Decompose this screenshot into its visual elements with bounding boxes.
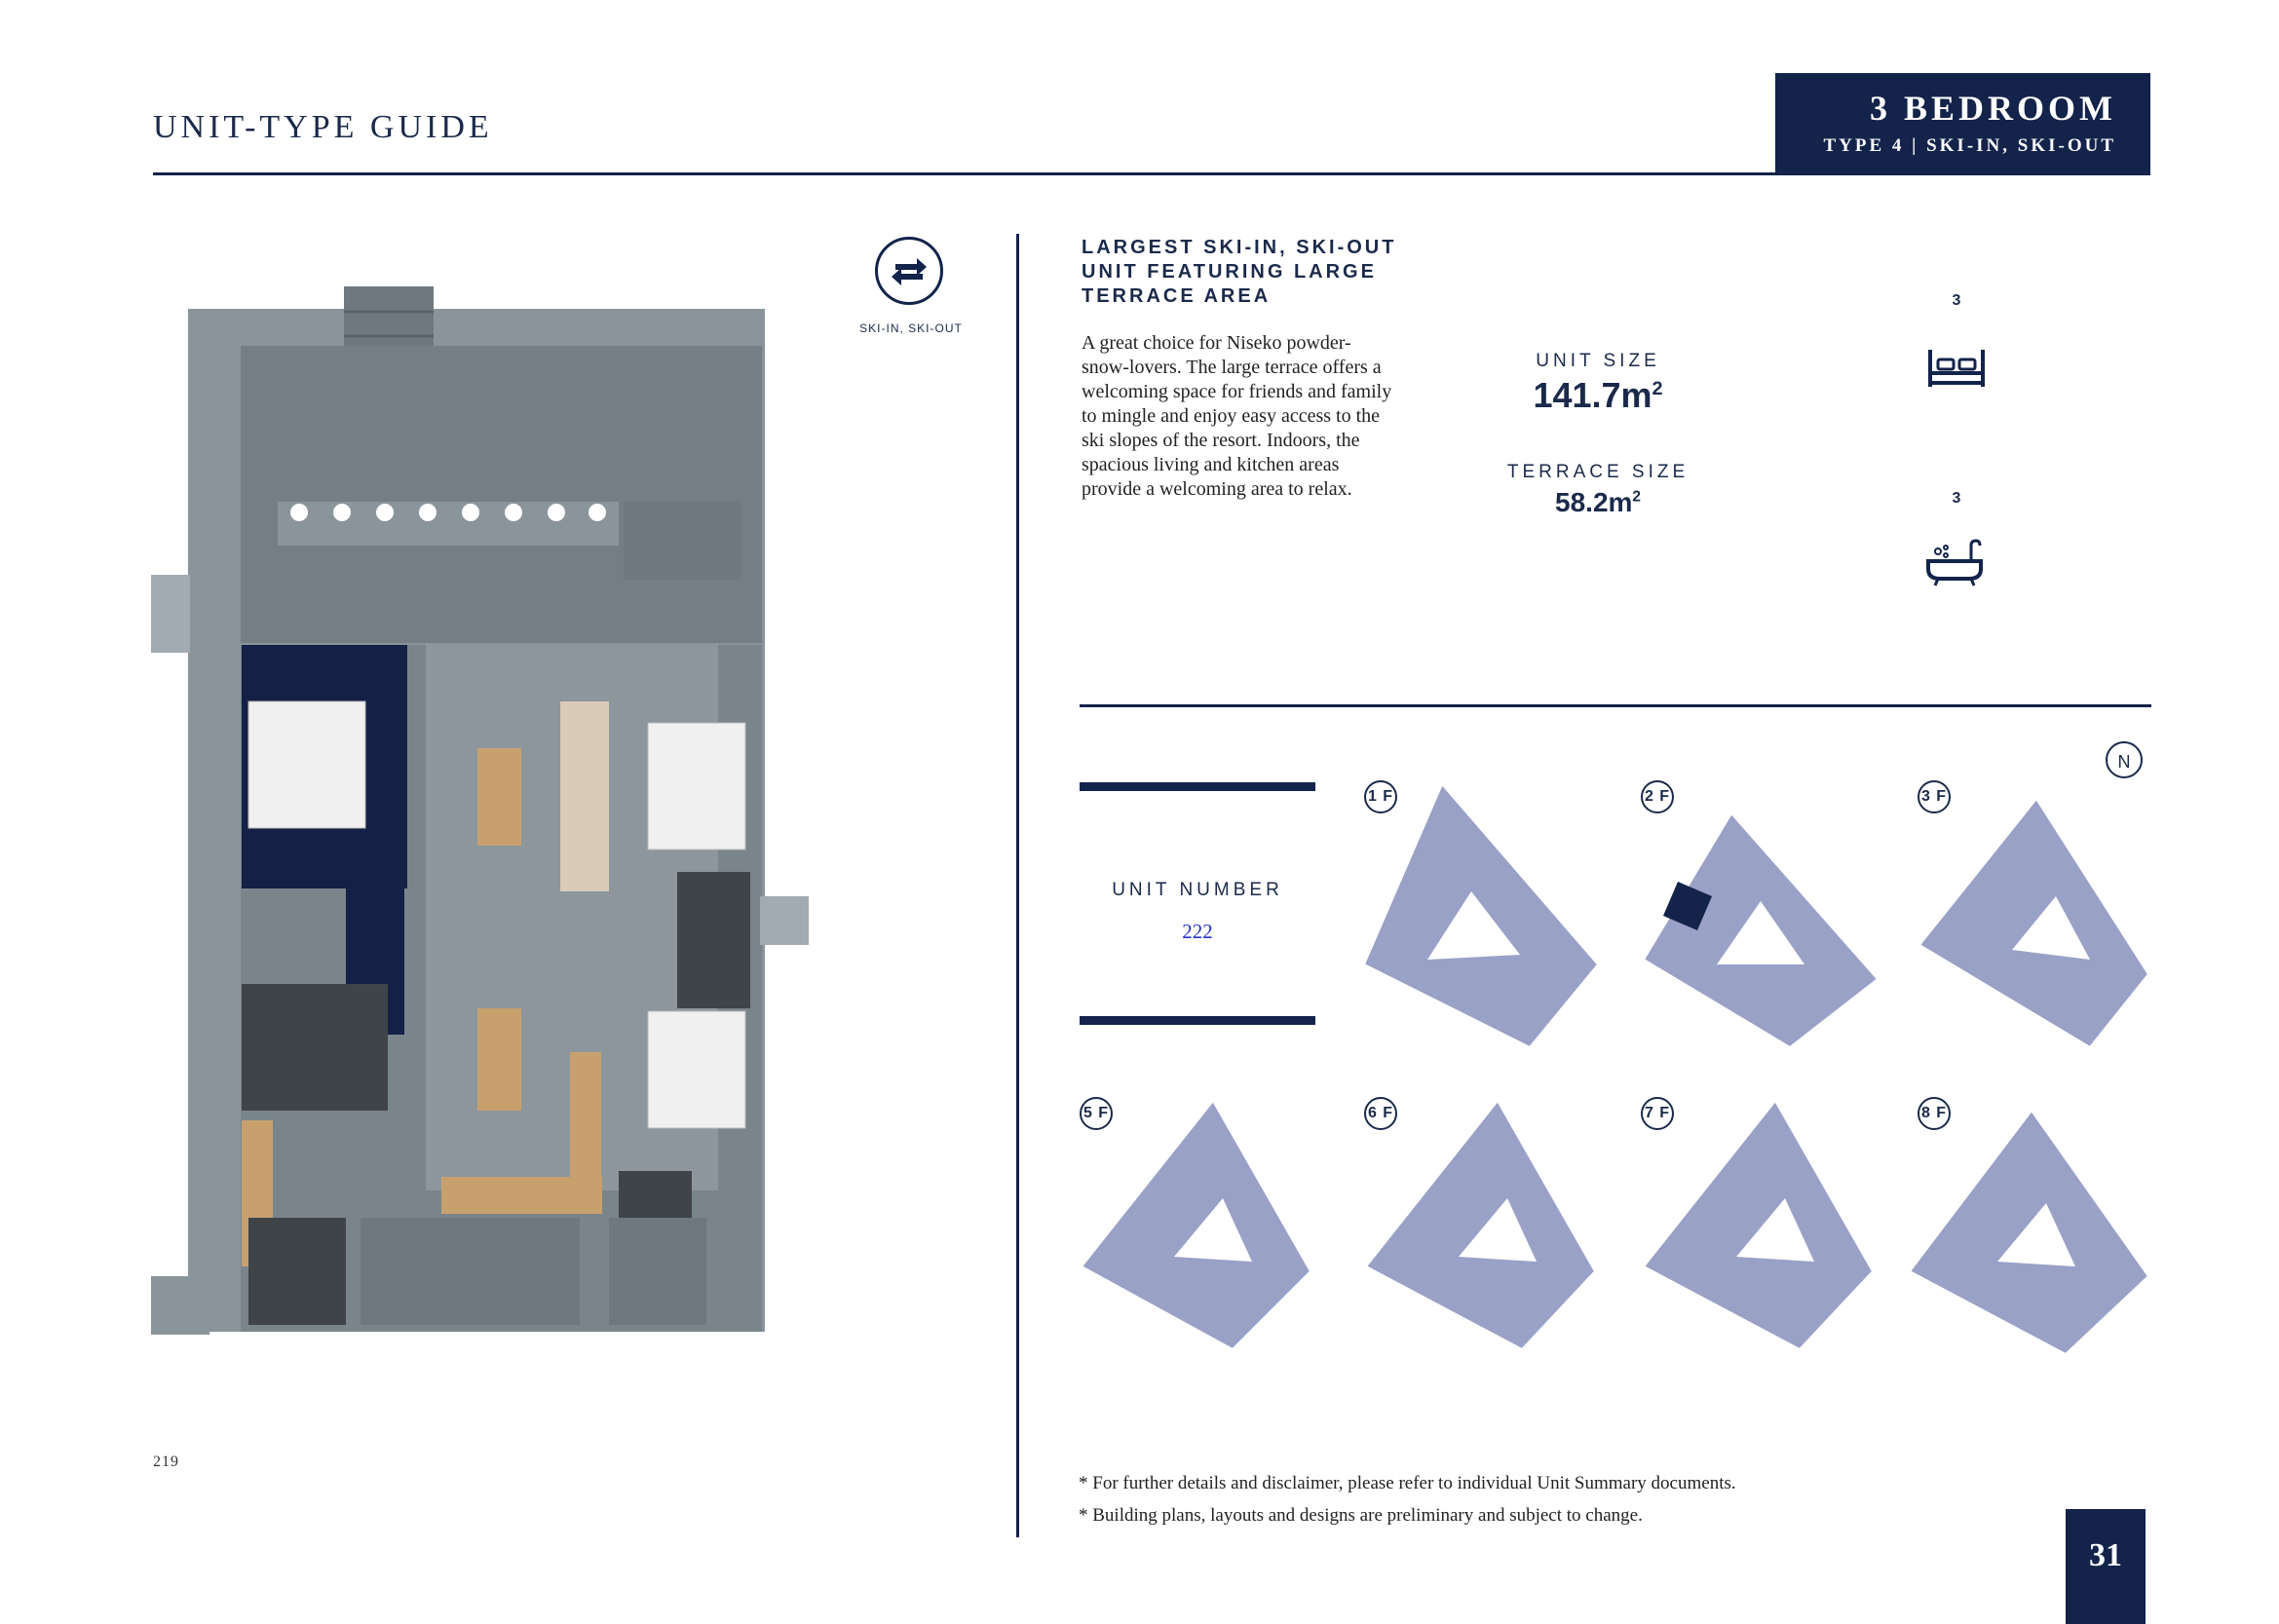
plan-entry: [361, 1218, 580, 1325]
disclaimer-line-2: * Building plans, layouts and designs ar…: [1079, 1505, 1643, 1526]
plan-terrace-steps: [624, 502, 741, 580]
page-number-box: [2066, 1509, 2146, 1624]
bed-icon: [1928, 350, 1985, 387]
unit-headline: LARGEST SKI-IN, SKI-OUT UNIT FEATURING L…: [1082, 237, 1397, 307]
unit-number-top-bar: [1080, 782, 1315, 791]
keyplan-highlight-unit: [1663, 882, 1712, 930]
unit-size-value: 141.7m2: [1533, 375, 1663, 415]
plan-number: 219: [153, 1454, 179, 1470]
keyplan-1f: [1362, 782, 1600, 1049]
unit-number-bottom-bar: [1080, 1016, 1315, 1025]
plan-bed-3: [647, 1010, 746, 1129]
bedroom-count: 3: [1952, 292, 1961, 309]
plan-terrace: [241, 346, 762, 643]
plan-bed-2: [647, 722, 746, 850]
keyplan-7f: [1642, 1099, 1875, 1351]
floor-plan: [151, 286, 809, 1335]
unit-type-title: 3 BEDROOM: [1869, 89, 2116, 128]
plan-bathroom-2: [677, 872, 750, 1008]
plan-planter: [278, 502, 619, 546]
north-arrow-icon: N: [2106, 741, 2143, 778]
bathroom-count: 3: [1952, 490, 1961, 507]
plan-sofa: [560, 701, 609, 891]
plan-bed-master: [247, 700, 366, 829]
plan-coffee-table: [477, 748, 521, 846]
page-number: 31: [2089, 1537, 2122, 1573]
unit-size-label: UNIT SIZE: [1536, 351, 1660, 371]
unit-type-subtitle: TYPE 4 | SKI-IN, SKI-OUT: [1823, 135, 2116, 156]
floor-badge-1f: 1 F: [1364, 780, 1397, 813]
page-title: UNIT-TYPE GUIDE: [153, 109, 493, 145]
floor-badge-8f: 8 F: [1918, 1097, 1951, 1130]
terrace-size-label: TERRACE SIZE: [1506, 462, 1690, 482]
plan-bathroom-1: [242, 984, 388, 1111]
ski-in-out-label: SKI-IN, SKI-OUT: [859, 321, 963, 335]
unit-description: A great choice for Niseko powder-snow-lo…: [1082, 332, 1392, 500]
floor-badge-6f: 6 F: [1364, 1097, 1397, 1130]
terrace-size-value: 58.2m2: [1555, 487, 1641, 517]
unit-number-value: 222: [1182, 920, 1213, 943]
plan-kitchen-counter: [570, 1052, 601, 1179]
floor-badge-5f: 5 F: [1080, 1097, 1113, 1130]
vertical-divider: [1016, 234, 1019, 1537]
plan-dining-table: [477, 1008, 521, 1111]
bathtub-icon: [1926, 539, 1983, 586]
plan-balcony-left: [151, 575, 190, 653]
floor-badge-3f: 3 F: [1918, 780, 1951, 813]
swap-arrows-icon: [875, 237, 943, 305]
header-divider: [153, 172, 2150, 175]
unit-type-banner: 3 BEDROOM TYPE 4 | SKI-IN, SKI-OUT: [1775, 73, 2150, 175]
disclaimer-line-1: * For further details and disclaimer, pl…: [1079, 1473, 1736, 1493]
keyplan-8f: [1908, 1109, 2150, 1356]
unit-number-label: UNIT NUMBER: [1112, 880, 1283, 900]
floor-badge-2f: 2 F: [1641, 780, 1674, 813]
section-divider: [1080, 704, 2151, 707]
keyplan-2f: [1642, 812, 1880, 1049]
floor-badge-7f: 7 F: [1641, 1097, 1674, 1130]
plan-flowers: [290, 504, 606, 521]
keyplan-5f: [1080, 1099, 1312, 1351]
keyplan-6f: [1364, 1099, 1597, 1351]
keyplan-3f: [1918, 797, 2150, 1049]
